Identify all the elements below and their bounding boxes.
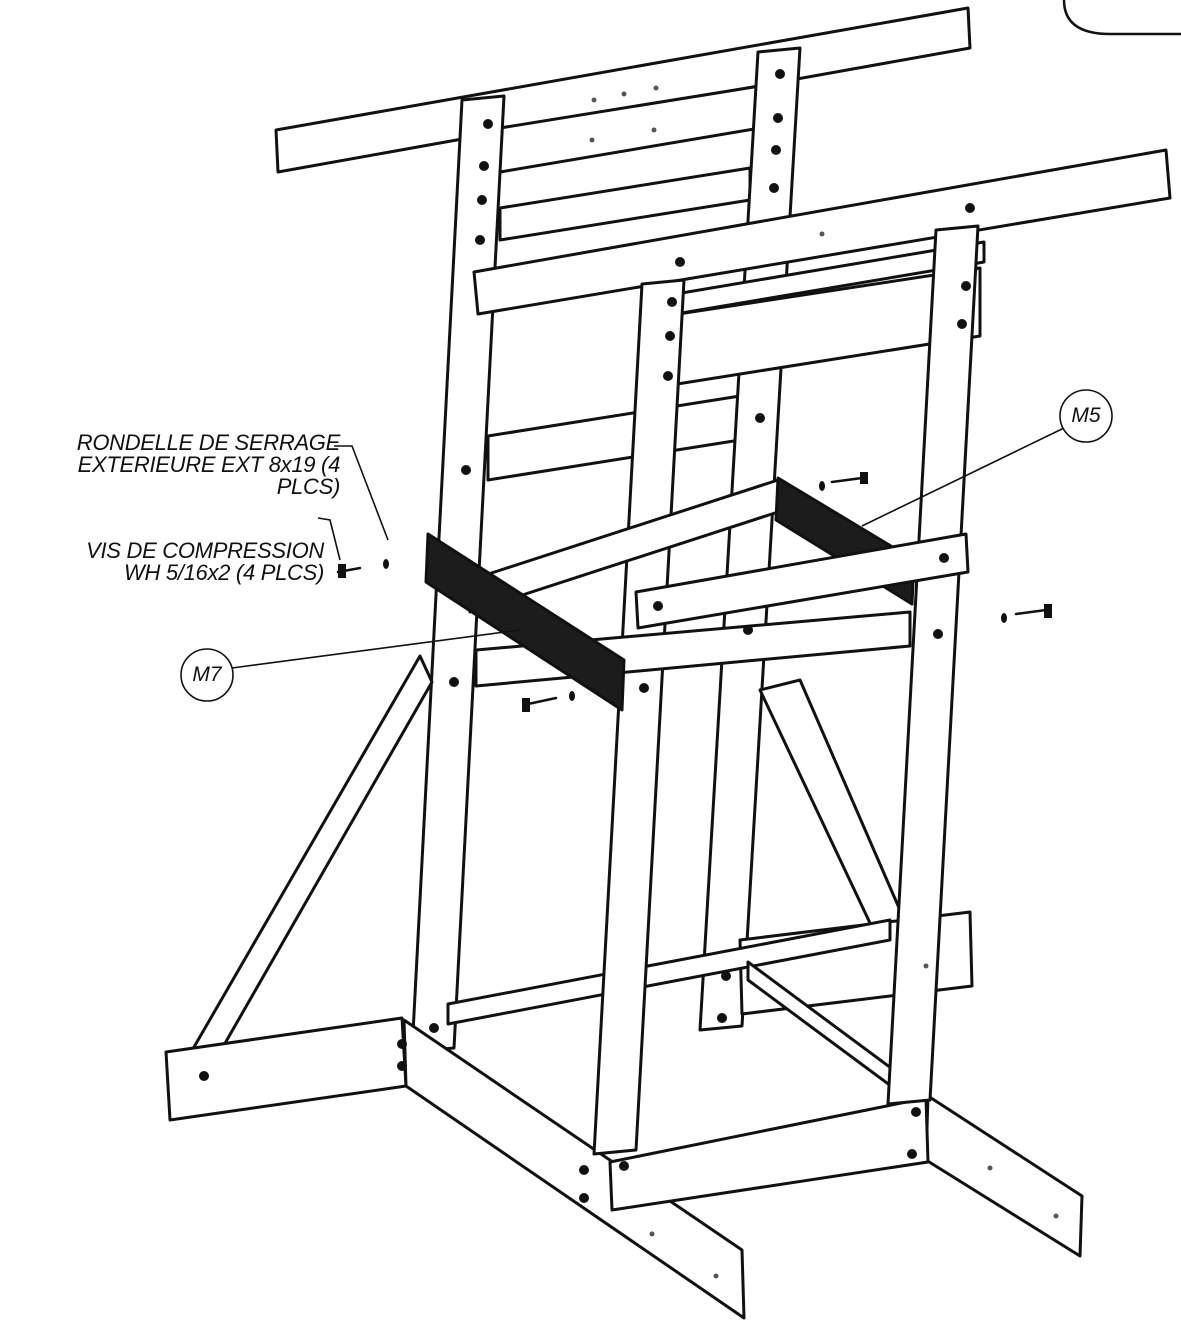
m5-callout-circle [1059, 389, 1113, 443]
screw-callout-label: VIS DE COMPRESSION WH 5/16x2 (4 PLCS) [86, 538, 324, 585]
washer-leader-line [334, 445, 389, 541]
front-right-upright [886, 224, 980, 1106]
m7-callout-circle [180, 648, 234, 702]
base-back-rail [446, 918, 892, 1026]
m7-leader-line [231, 629, 521, 669]
screw-leader-line [317, 517, 341, 561]
base-right-runner [924, 1094, 1084, 1258]
washer-callout-label: RONDELLE DE SERRAGE EXTERIEURE EXT 8x19 … [76, 430, 341, 499]
screw-washer-right-top [819, 472, 868, 491]
screw-washer-left [336, 559, 389, 578]
part-m7-member [424, 532, 626, 712]
m5-leader-line [861, 427, 1065, 527]
part-m7-label: M7 [192, 663, 222, 686]
back-slat-3 [486, 394, 742, 482]
front-middle-crossbar [634, 532, 970, 630]
right-diagonal-brace [758, 678, 908, 942]
screw-washer-right-bottom [1001, 604, 1052, 623]
part-m5-label: M5 [1071, 404, 1101, 427]
pilot-holes [589, 85, 1059, 1279]
left-diagonal-brace [188, 654, 434, 1068]
front-left-upright [592, 278, 686, 1156]
base-front-rail [608, 1096, 930, 1212]
screw-washer-left-bottom [522, 691, 575, 712]
bolt-holes [199, 69, 975, 1203]
corner-tab [1062, 0, 1181, 36]
